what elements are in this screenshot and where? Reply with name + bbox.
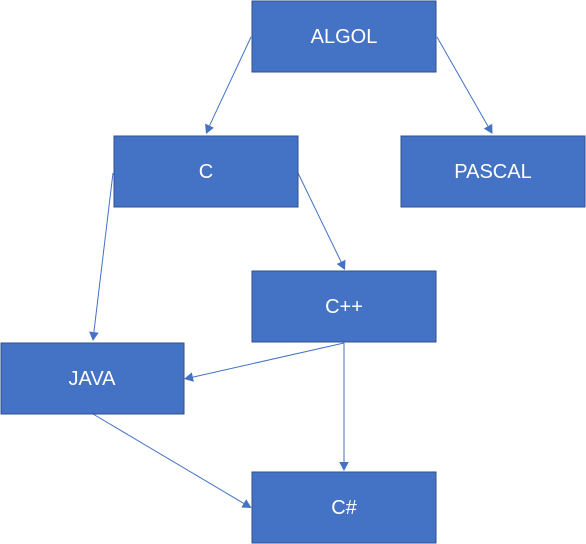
node-algol-label: ALGOL: [311, 26, 378, 48]
node-pascal: PASCAL: [400, 135, 586, 208]
edge-c-to-cpp: [297, 172, 346, 270]
node-c: C: [113, 135, 299, 208]
node-pascal-label: PASCAL: [454, 161, 531, 183]
edge-cpp-to-java: [184, 342, 345, 382]
node-cpp-label: C++: [325, 296, 363, 318]
node-cpp: C++: [251, 270, 437, 343]
edges: [89, 36, 493, 508]
node-csharp: C#: [251, 471, 437, 544]
node-java-label: JAVA: [68, 368, 116, 390]
edge-cpp-to-csharp: [339, 343, 349, 471]
node-csharp-label: C#: [331, 497, 357, 519]
edge-c-to-java: [89, 172, 114, 341]
node-algol: ALGOL: [251, 0, 437, 73]
edge-java-to-csharp: [92, 413, 252, 508]
edge-algol-to-pascal: [436, 36, 493, 134]
node-java: JAVA: [0, 342, 185, 415]
node-c-label: C: [199, 161, 213, 183]
edge-algol-to-c: [205, 36, 252, 134]
